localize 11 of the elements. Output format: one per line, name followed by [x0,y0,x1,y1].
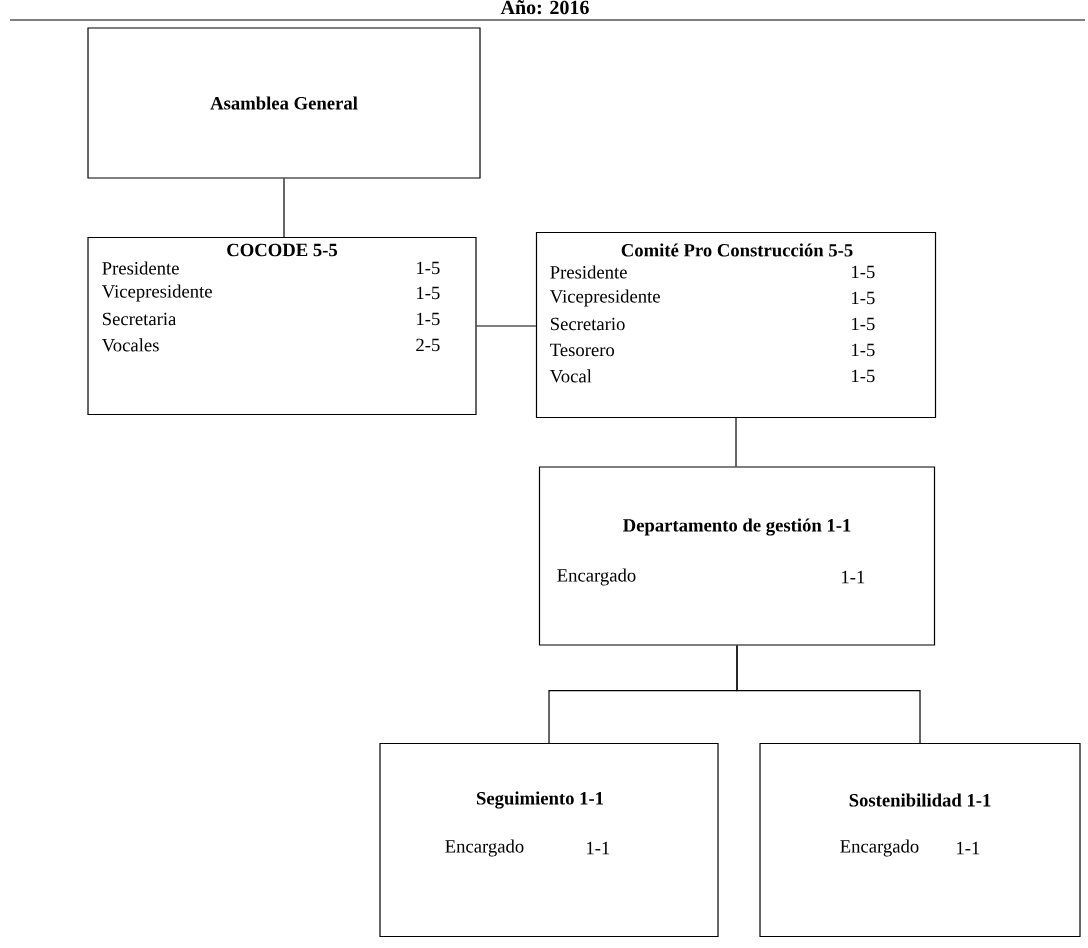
title: Año: 2016 [500,0,589,15]
org-box: Departamento de gestión 1-1 Encargado 1-1 [538,466,936,646]
org-box: Asamblea General [87,27,481,179]
connector-line [476,325,537,327]
connector-line [735,417,737,467]
org-box: Comité Pro Construcción 5-5 Presidente 1-5 Vicepresidente 1-5 Secretario 1-5 Tesorero 1-5 Vocal 1-5 [535,231,937,419]
connector-line [736,645,921,744]
org-box: Seguimiento 1-1 Encargado 1-1 [379,742,719,938]
connector-line [283,178,285,238]
org-box: Sostenibilidad 1-1 Encargado 1-1 [759,742,1081,938]
org-box: COCODE 5-5 Presidente 1-5 Vicepresidente 1-5 Secretaria 1-5 Vocales 2-5 [87,236,477,416]
